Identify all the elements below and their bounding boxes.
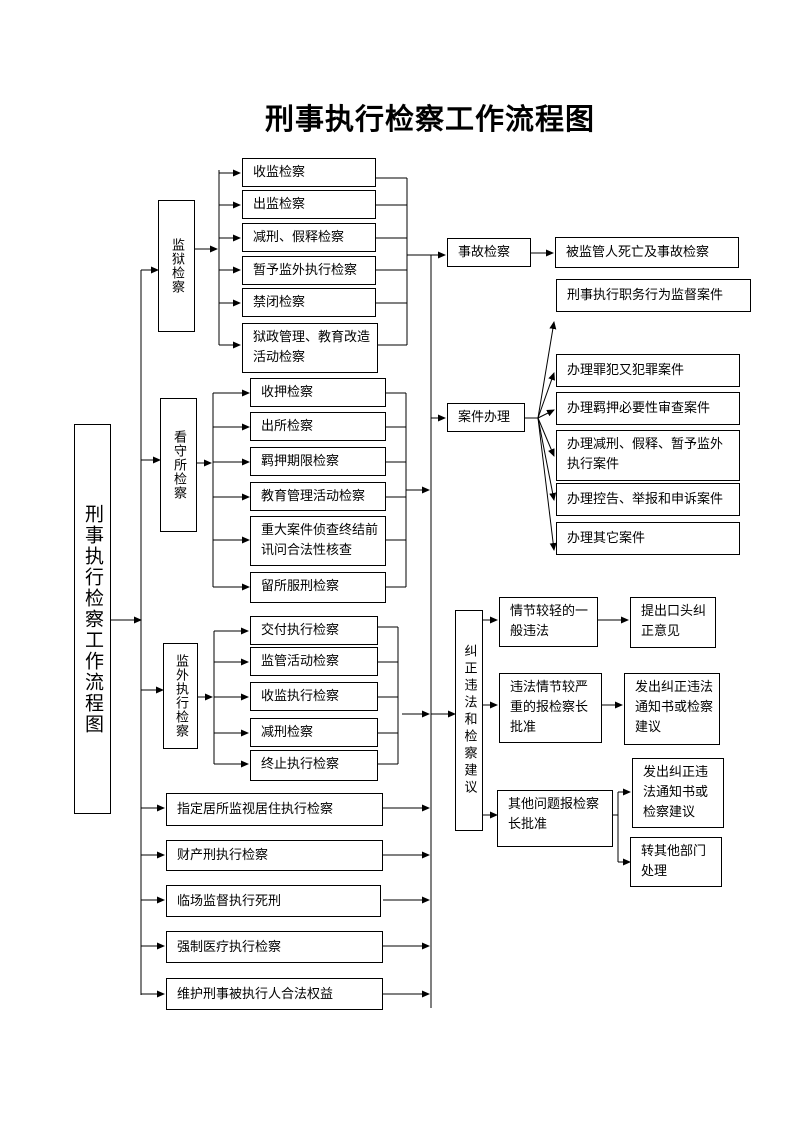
correction-serious-result: 发出纠正违法通知书或检察建议 [624,673,720,745]
detention-item-term: 羁押期限检察 [250,447,386,476]
community-group-box: 监外执行检察 [163,643,198,749]
community-item-recommit: 收监执行检察 [250,682,378,711]
case-item-duty: 刑事执行职务行为监督案件 [556,279,751,312]
case-item-parole: 办理减刑、假释、暂予监外执行案件 [556,430,740,481]
detention-item-sentence: 留所服刑检察 [250,572,386,603]
community-item-delivery: 交付执行检察 [250,616,378,645]
detention-item-release: 出所检察 [250,412,386,441]
prison-group-box: 监狱检察 [158,200,195,332]
community-item-supervision: 监管活动检察 [250,647,378,676]
detention-item-education: 教育管理活动检察 [250,482,386,511]
prison-item-parole: 减刑、假释检察 [242,223,376,252]
correction-other-result-transfer: 转其他部门处理 [630,837,722,887]
case-item-custody-review: 办理羁押必要性审查案件 [556,392,740,425]
other-item-medical: 强制医疗执行检察 [166,931,383,963]
correction-minor-box: 情节较轻的一般违法 [499,597,598,647]
accident-box: 事故检察 [447,238,531,267]
case-item-other: 办理其它案件 [556,522,740,555]
other-item-residence: 指定居所监视居住执行检察 [166,793,383,826]
prison-item-release: 出监检察 [242,190,376,219]
page-title: 刑事执行检察工作流程图 [264,102,595,136]
case-item-complaints: 办理控告、举报和申诉案件 [556,483,740,516]
other-item-rights: 维护刑事被执行人合法权益 [166,978,383,1010]
correction-group-box: 纠正违法和检察建议 [455,610,483,831]
prison-item-management: 狱政管理、教育改造活动检察 [242,323,378,373]
accident-result-box: 被监管人死亡及事故检察 [555,237,739,268]
detention-item-interrogation: 重大案件侦查终结前讯问合法性核查 [250,516,386,566]
root-box: 刑事执行检察工作流程图 [74,424,111,814]
correction-other-result-notice: 发出纠正违法通知书或检察建议 [632,758,724,828]
prison-item-medical-parole: 暂予监外执行检察 [242,256,376,285]
correction-other-box: 其他问题报检察长批准 [497,790,613,847]
correction-minor-result: 提出口头纠正意见 [630,597,716,648]
cases-box: 案件办理 [447,403,525,432]
other-item-property: 财产刑执行检察 [166,840,383,871]
case-item-recidivism: 办理罪犯又犯罪案件 [556,354,740,387]
prison-item-confinement: 禁闭检察 [242,288,376,317]
detention-item-custody: 收押检察 [250,378,386,407]
prison-item-intake: 收监检察 [242,158,376,187]
other-item-execution: 临场监督执行死刑 [166,885,381,917]
detention-group-box: 看守所检察 [160,398,197,532]
community-item-reduction: 减刑检察 [250,718,378,747]
correction-serious-box: 违法情节较严重的报检察长批准 [499,673,602,743]
community-item-termination: 终止执行检察 [250,750,378,781]
